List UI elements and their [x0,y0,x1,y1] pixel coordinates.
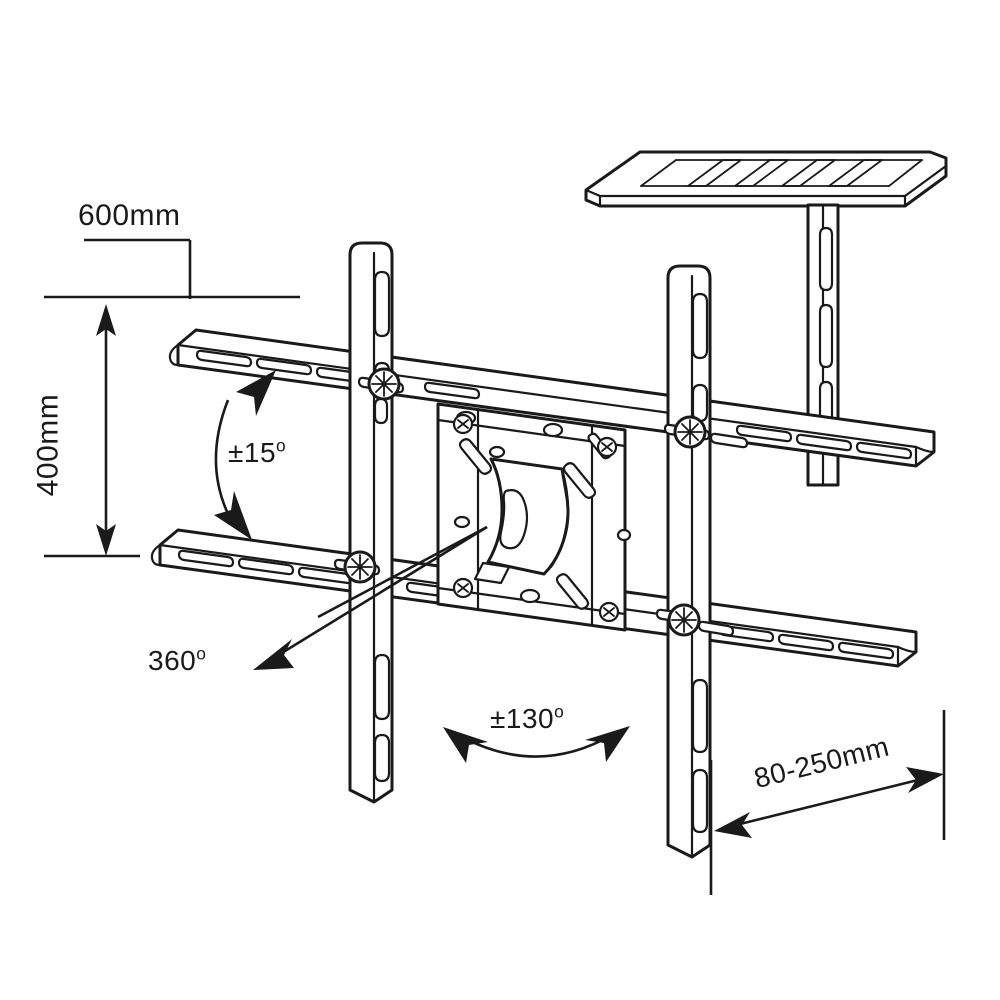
swivel-bracket [473,457,570,585]
tilt-15-value: ±15 [228,437,277,468]
dimension-400mm [44,304,140,558]
dimension-label-rotation-360deg: 360o [148,645,206,677]
right-vertical-rail [666,264,712,859]
degree-symbol-icon: o [276,435,287,456]
dimension-label-600mm: 600mm [78,199,181,232]
degree-symbol-icon: o [554,701,565,722]
dimension-label-400mm: 400mm [31,393,65,497]
dimension-tilt-15deg [214,370,276,540]
dimension-label-swivel-130deg: ±130o [490,703,564,735]
screw-fastener-upper-left [357,367,405,425]
rotation-360-value: 360 [148,645,197,676]
degree-symbol-icon: o [196,643,207,664]
swivel-130-value: ±130 [490,703,555,734]
center-mount-plate [436,402,632,632]
top-shelf [584,150,948,208]
dimension-80-250mm [709,710,946,895]
dimension-600mm [44,238,300,299]
leader-360deg [253,525,488,670]
screw-fastener-lower-right [655,603,735,637]
left-vertical-rail [348,241,394,804]
dimension-swivel-130deg [443,726,630,763]
screw-fastener-upper-right [663,415,749,449]
plate-bolt-heads [452,413,620,623]
screw-fastener-lower-left [333,550,381,584]
dimension-label-tilt-15deg: ±15o [228,437,286,469]
